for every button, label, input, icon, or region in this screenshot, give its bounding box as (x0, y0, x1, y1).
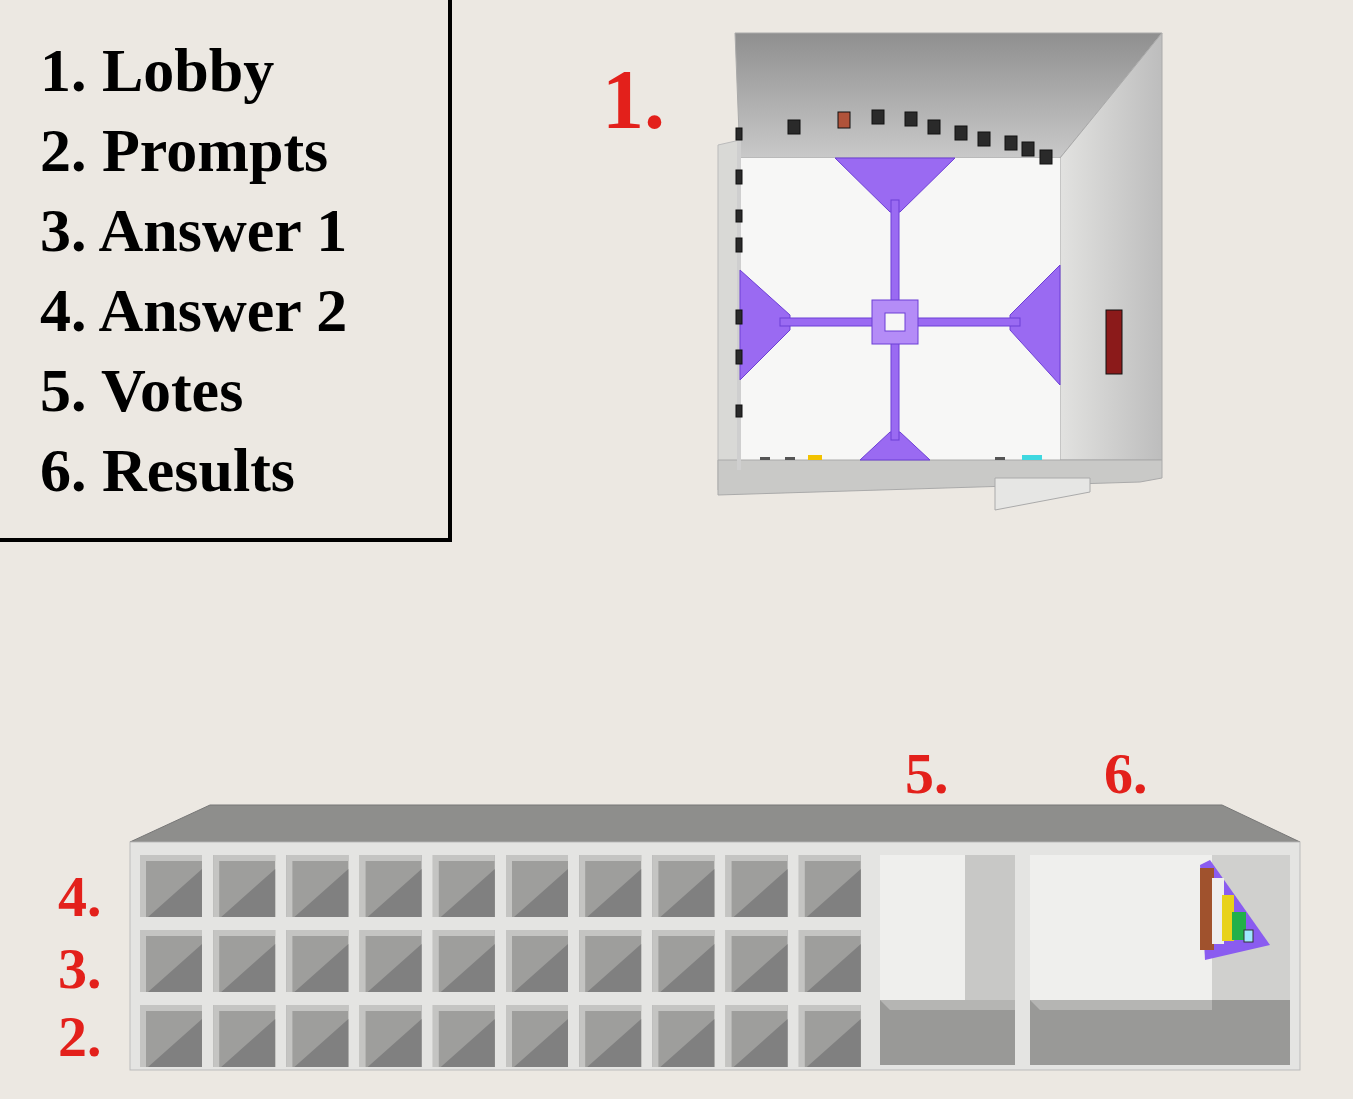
answer-cell (433, 1005, 495, 1067)
legend-box: 1. Lobby2. Prompts3. Answer 14. Answer 2… (0, 0, 452, 542)
lobby-room (718, 33, 1162, 510)
answer-cell (360, 1005, 422, 1067)
callout-number: 5. (905, 745, 949, 803)
answer-cell (652, 855, 714, 917)
answer-cell (433, 855, 495, 917)
answer-cell (579, 1005, 641, 1067)
room-shelf (130, 805, 1300, 1070)
answer-cell (799, 930, 861, 992)
answer-cell (286, 930, 348, 992)
answer-cell (506, 930, 568, 992)
answer-cell (213, 855, 275, 917)
answer-cell (286, 1005, 348, 1067)
answer-cell (726, 855, 788, 917)
answer-cell (433, 930, 495, 992)
answer-cell (506, 855, 568, 917)
callout-number: 6. (1104, 745, 1148, 803)
answer-cell (799, 1005, 861, 1067)
legend-item: 6. Results (40, 430, 428, 510)
answer-cell (213, 930, 275, 992)
callout-number: 3. (58, 940, 102, 998)
answer-cell (360, 930, 422, 992)
legend-item: 5. Votes (40, 350, 428, 430)
answer-cell (506, 1005, 568, 1067)
answer-cell (140, 855, 202, 917)
legend-item: 3. Answer 1 (40, 190, 428, 270)
callout-number: 4. (58, 868, 102, 926)
legend-item: 4. Answer 2 (40, 270, 428, 350)
answer-cell (726, 930, 788, 992)
answer-cell (140, 930, 202, 992)
answer-cell (652, 930, 714, 992)
answer-cell (799, 855, 861, 917)
legend-item: 2. Prompts (40, 110, 428, 190)
answer-cell (726, 1005, 788, 1067)
answer-cell (360, 855, 422, 917)
answer-cell (286, 855, 348, 917)
legend-item: 1. Lobby (40, 30, 428, 110)
callout-number: 2. (58, 1008, 102, 1066)
podium (1200, 860, 1270, 960)
answer-cell (140, 1005, 202, 1067)
answer-cell (579, 855, 641, 917)
answer-cell (213, 1005, 275, 1067)
answer-cell (579, 930, 641, 992)
answer-cell (652, 1005, 714, 1067)
callout-number: 1. (602, 58, 665, 142)
